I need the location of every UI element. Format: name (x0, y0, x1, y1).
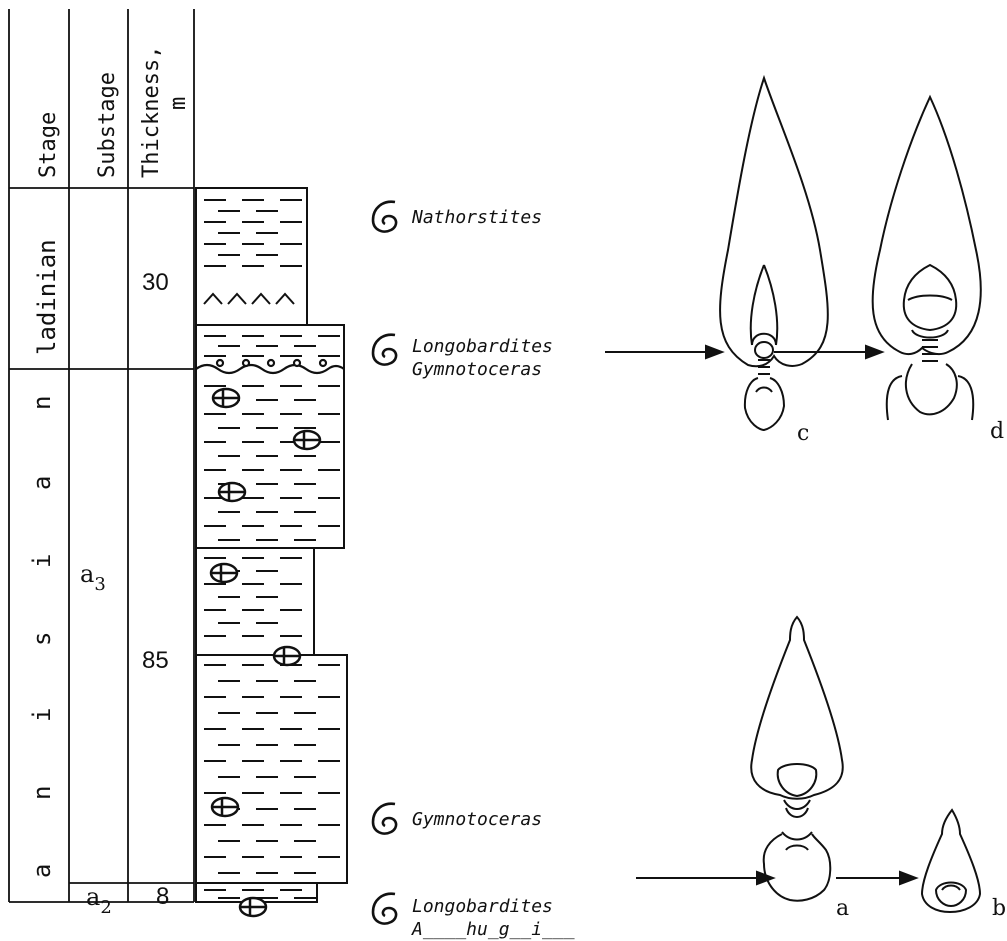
specimen-label-d: d (990, 419, 1004, 444)
specimen-b (920, 808, 982, 914)
specimen-label-c: c (797, 421, 809, 446)
concretion-icon (210, 796, 240, 818)
arrows (605, 344, 919, 886)
header-stage: Stage (36, 112, 61, 178)
ammonite-icon (371, 200, 398, 233)
concretion-icon (217, 481, 247, 503)
stage-anisian-letter: n (28, 786, 56, 800)
header-thickness-unit: m (166, 97, 191, 110)
ammonite-icon (371, 892, 398, 925)
fossil-label-longobardites-lower: Longobardites (412, 896, 553, 917)
fossil-label-gymnotoceras: Gymnotoceras (412, 359, 542, 380)
litho-chevron (227, 292, 247, 305)
strat-table (8, 9, 195, 903)
lithology-column (195, 187, 348, 903)
specimen-label-a: a (836, 896, 849, 921)
specimen-d (871, 94, 982, 421)
header-substage: Substage (95, 72, 120, 178)
concretion-icon (211, 387, 241, 409)
ammonite-icon (371, 802, 398, 835)
concretion-icon (272, 645, 302, 667)
stage-ladinian: ladinian (33, 239, 61, 355)
litho-chevron (275, 292, 295, 305)
header-thickness: Thickness, (139, 46, 164, 178)
stage-anisian-letter: a (28, 864, 56, 878)
concretion-icon (292, 429, 322, 451)
thickness-upper: 85 (142, 647, 169, 674)
concretion-icon (238, 896, 268, 918)
specimen-a (750, 615, 844, 902)
specimen-label-b: b (992, 896, 1006, 921)
litho-chevron (251, 292, 271, 305)
fossil-label-nathorstites: Nathorstites (411, 207, 542, 228)
thickness-lower: 8 (156, 883, 169, 910)
stage-anisian-letter: s (28, 632, 56, 646)
fossil-label-gymnotoceras-lower: Gymnotoceras (412, 809, 542, 830)
concretion-icon (209, 562, 239, 584)
litho-chevron (203, 292, 223, 305)
lithology-nodules (209, 387, 322, 918)
stage-anisian-letter: n (28, 396, 56, 410)
specimen-c (719, 74, 829, 432)
thickness-ladinian: 30 (142, 269, 169, 296)
substage-a3: a3 (80, 560, 106, 595)
unconformity (195, 358, 345, 375)
stage-anisian-letter: i (28, 554, 56, 568)
stage-anisian-letter: i (28, 708, 56, 722)
lithology-dashes (203, 199, 340, 899)
stage-anisian-letter: a (28, 476, 56, 490)
substage-a2: a2 (86, 883, 112, 918)
fossil-label-longobardites: Longobardites (412, 336, 553, 357)
ammonite-icon (371, 333, 398, 366)
stage-anisian: n a i s i n a (28, 396, 56, 878)
fossil-label-illegible: A____hu_g__i___ (411, 919, 575, 940)
